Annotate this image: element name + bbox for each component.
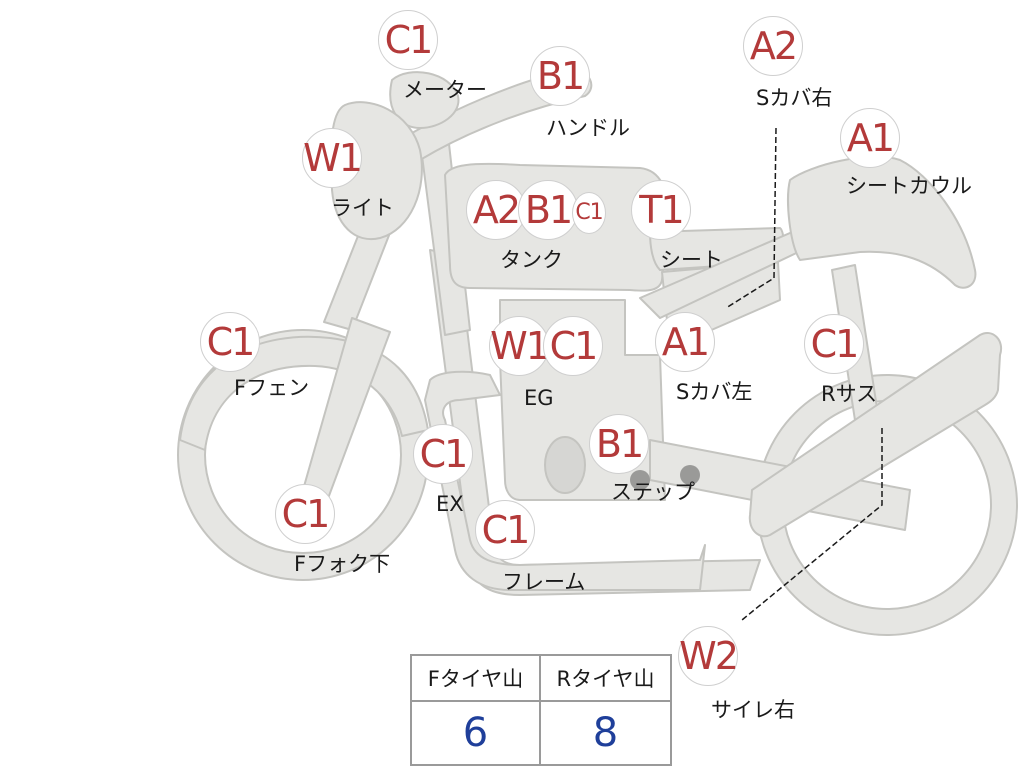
front-fender-grade-badge: C1 (200, 312, 260, 372)
tire-tread-table: Fタイヤ山 Rタイヤ山 6 8 (410, 654, 672, 766)
silencer-right-grade-badge: W2 (678, 626, 739, 686)
step-grade-badge: B1 (589, 414, 649, 474)
step-peg-shape-2 (680, 465, 700, 485)
light-grade-badge: W1 (302, 128, 363, 188)
front-fork-lower-label: Fフォク下 (294, 552, 391, 576)
tank-grade-badge-1: A2 (466, 180, 526, 240)
seat-cowl-label: シートカウル (846, 174, 972, 198)
rear-wheel-shape (756, 374, 1018, 636)
step-peg-shape (630, 470, 650, 490)
rear-tire-tread-header: Rタイヤ山 (541, 656, 670, 702)
seat-cowl-grade-badge: A1 (840, 108, 900, 168)
step-label: ステップ (611, 480, 695, 504)
frame-label: フレーム (502, 570, 586, 594)
engine-grade-badge-2: C1 (543, 316, 603, 376)
tank-grade-badge-2: B1 (518, 180, 578, 240)
exhaust-grade-badge: C1 (413, 424, 473, 484)
light-label: ライト (331, 196, 394, 220)
front-tire-tread-header: Fタイヤ山 (412, 656, 541, 702)
handle-grade-badge: B1 (530, 46, 590, 106)
side-cover-left-label: Sカバ左 (676, 380, 753, 404)
front-fender-label: Fフェン (234, 376, 310, 400)
front-fork-lower-grade-badge: C1 (275, 484, 335, 544)
meter-grade-badge: C1 (378, 10, 438, 70)
silencer-shape (748, 332, 1003, 538)
leader-line-side-cover-right (725, 127, 777, 309)
front-tire-tread-value: 6 (412, 702, 541, 764)
tank-label: タンク (500, 248, 563, 272)
seat-grade-badge: T1 (631, 180, 691, 240)
silencer-right-label: サイレ右 (711, 698, 795, 722)
engine-cover-shape (544, 436, 586, 494)
engine-grade-badge-1: W1 (489, 316, 550, 376)
seat-label: シート (660, 248, 723, 272)
exhaust-shape (424, 370, 706, 591)
meter-label: メーター (403, 78, 487, 102)
handle-label: ハンドル (546, 116, 630, 140)
side-cover-left-grade-badge: A1 (655, 312, 715, 372)
frame-grade-badge: C1 (475, 500, 535, 560)
exhaust-label: EX (436, 492, 464, 516)
side-cover-right-grade-badge: A2 (743, 16, 803, 76)
leader-line-silencer-right (741, 428, 883, 621)
rear-tire-tread-value: 8 (592, 710, 619, 756)
tank-grade-badge-3: C1 (572, 192, 606, 234)
engine-label: EG (524, 386, 554, 410)
side-cover-right-label: Sカバ右 (756, 86, 833, 110)
rear-suspension-grade-badge: C1 (804, 314, 864, 374)
rear-suspension-label: Rサス (821, 382, 878, 406)
